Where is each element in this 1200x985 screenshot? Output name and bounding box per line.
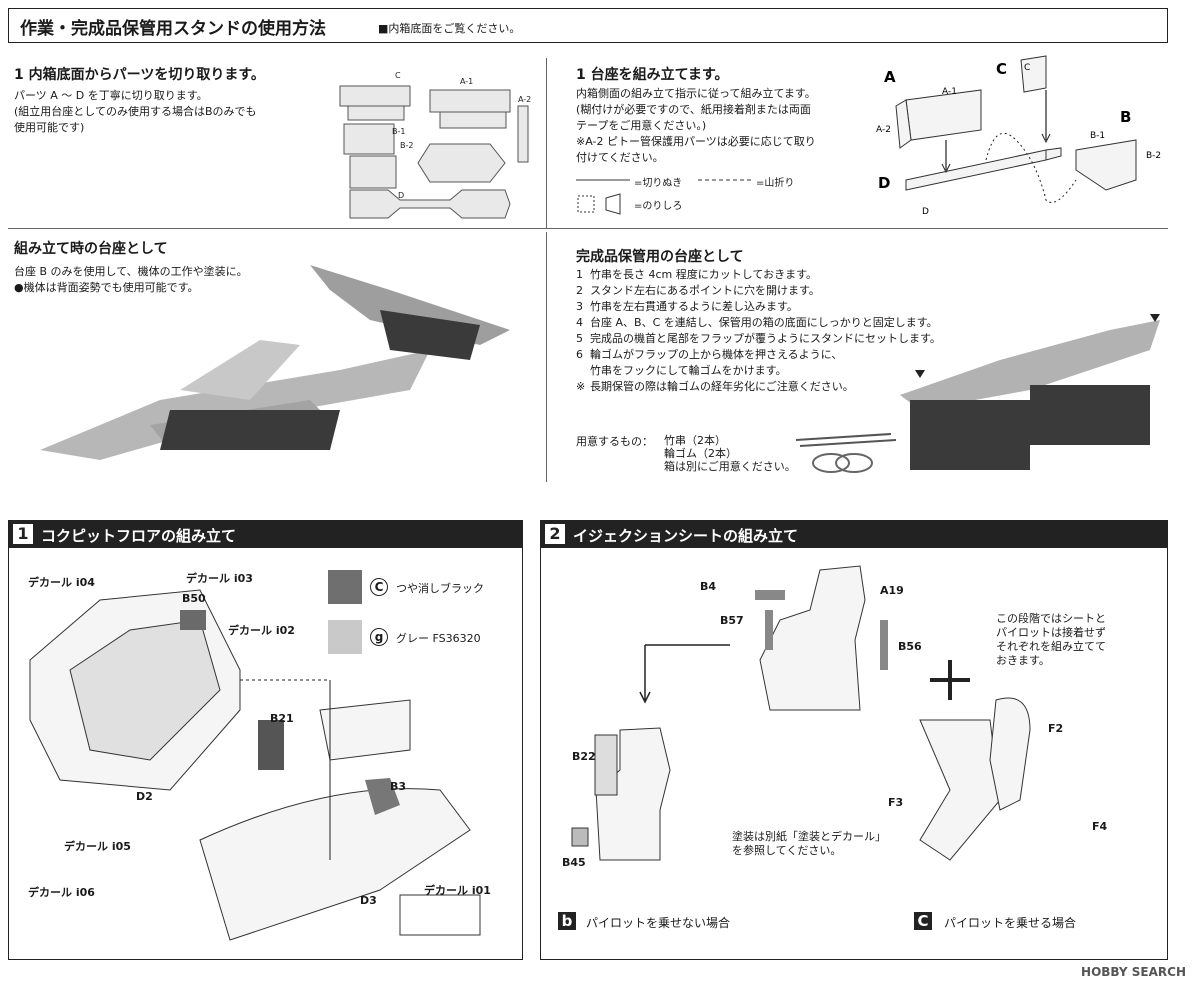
section2-heading: 1 台座を組み立てます。 <box>576 67 729 83</box>
header-box <box>8 8 1168 43</box>
step2-paint-note: 塗装は別紙「塗装とデカール」 を参照してください。 <box>732 830 886 857</box>
legend-fold: =山折り <box>756 178 795 189</box>
color-code-g: g <box>370 628 388 646</box>
prep-label: 用意するもの： <box>576 435 653 448</box>
aircraft-on-stand-photo <box>40 265 510 460</box>
option-b-label: パイロットを乗せない場合 <box>586 916 731 930</box>
divider-top <box>546 58 547 228</box>
stand-label-c-small: C <box>1024 63 1030 73</box>
step1-title: コクピットフロアの組み立て <box>41 527 237 545</box>
label-d3: D3 <box>360 894 377 907</box>
label-b50: B50 <box>182 592 206 605</box>
label-f2: F2 <box>1048 722 1064 735</box>
step1-panel: 1 コクピットフロアの組み立て <box>8 520 523 960</box>
label-b56: B56 <box>898 640 922 653</box>
label-decal-i02: デカール i02 <box>228 624 295 637</box>
label-decal-i05: デカール i05 <box>64 840 131 853</box>
stand-label-a: A <box>884 68 896 86</box>
part-label: B-2 <box>400 141 413 150</box>
option-c-badge: C <box>914 912 932 930</box>
ejection-seat-diagram <box>571 565 1031 861</box>
cockpit-floor-diagram <box>29 589 481 941</box>
stand-label-a2: A-2 <box>876 125 891 135</box>
label-f3: F3 <box>888 796 904 809</box>
step2-number: 2 <box>545 524 565 544</box>
color-swatch-black <box>328 570 362 604</box>
divider-mid <box>546 232 547 482</box>
label-b57: B57 <box>720 614 744 627</box>
label-decal-i01: デカール i01 <box>424 884 491 897</box>
label-b22: B22 <box>572 750 596 763</box>
step2-panel: 2 イジェクションシートの組み立て <box>540 520 1168 960</box>
section2-text: 内箱側面の組み立て指示に従って組み立てます。 (糊付けが必要ですので、紙用接着剤… <box>576 87 816 164</box>
legend-glue: =のりしろ <box>634 201 683 212</box>
section1-text: パーツ A ～ D を丁寧に切り取ります。 (組立用台座としてのみ使用する場合は… <box>14 89 257 134</box>
part-label: A-1 <box>460 77 473 86</box>
label-d2: D2 <box>136 790 153 803</box>
label-decal-i06: デカール i06 <box>28 886 95 899</box>
step2-title: イジェクションシートの組み立て <box>573 527 799 545</box>
aircraft-storage-photo <box>900 314 1160 470</box>
stand-assembly-diagram: A A-1 A-2 C C B B-1 B-2 D D <box>876 55 1161 217</box>
color-name-black: つや消しブラック <box>396 582 484 595</box>
step2-note: この段階ではシートと パイロットは接着せず それぞれを組み立てて おきます。 <box>996 612 1106 667</box>
step1-header: 1 コクピットフロアの組み立て <box>9 521 522 548</box>
section1-heading: 1 内箱底面からパーツを切り取ります。 <box>14 67 265 83</box>
page-title: 作業・完成品保管用スタンドの使用方法 <box>20 19 326 39</box>
color-name-grey: グレー FS36320 <box>396 632 481 645</box>
option-b-badge: b <box>558 912 576 930</box>
line-legend <box>576 179 752 215</box>
stand-label-b1: B-1 <box>1090 131 1105 141</box>
stand-label-c: C <box>996 60 1007 78</box>
step2-header: 2 イジェクションシートの組み立て <box>541 521 1167 548</box>
label-decal-i04: デカール i04 <box>28 576 95 589</box>
part-label: A-2 <box>518 95 531 104</box>
stand-label-d-small: D <box>922 207 929 217</box>
stand-label-d: D <box>878 174 890 192</box>
stand-label-b: B <box>1120 108 1131 126</box>
legend-cut: =切りぬき <box>634 178 683 189</box>
watermark: HOBBY SEARCH <box>1081 965 1186 979</box>
skewers-rubber-bands <box>795 433 897 473</box>
section3-text: 台座 B のみを使用して、機体の工作や塗装に。 ●機体は背面姿勢でも使用可能です… <box>14 265 248 294</box>
section4-heading: 完成品保管用の台座として <box>576 249 744 265</box>
part-label: D <box>398 191 404 200</box>
divider-middle <box>8 228 1168 229</box>
parts-sheet-diagram: C A-1 A-2 B-1 B-2 D <box>339 71 531 219</box>
label-b4: B4 <box>700 580 717 593</box>
label-b3: B3 <box>390 780 407 793</box>
part-label: C <box>395 71 401 80</box>
color-swatch-grey <box>328 620 362 654</box>
label-b45: B45 <box>562 856 586 869</box>
step1-number: 1 <box>13 524 33 544</box>
stand-label-b2: B-2 <box>1146 151 1161 161</box>
section3-heading: 組み立て時の台座として <box>14 241 168 257</box>
header-note: ■内箱底面をご覧ください。 <box>378 22 521 35</box>
option-c-label: パイロットを乗せる場合 <box>944 916 1077 930</box>
part-label: B-1 <box>392 127 405 136</box>
label-b21: B21 <box>270 712 294 725</box>
label-decal-i03: デカール i03 <box>186 572 253 585</box>
label-f4: F4 <box>1092 820 1108 833</box>
prep-items: 竹串（2本） 輪ゴム（2本） 箱は別にご用意ください。 <box>664 434 796 473</box>
stand-label-a1: A-1 <box>942 87 957 97</box>
label-a19: A19 <box>880 584 904 597</box>
color-code-c: C <box>370 578 388 596</box>
